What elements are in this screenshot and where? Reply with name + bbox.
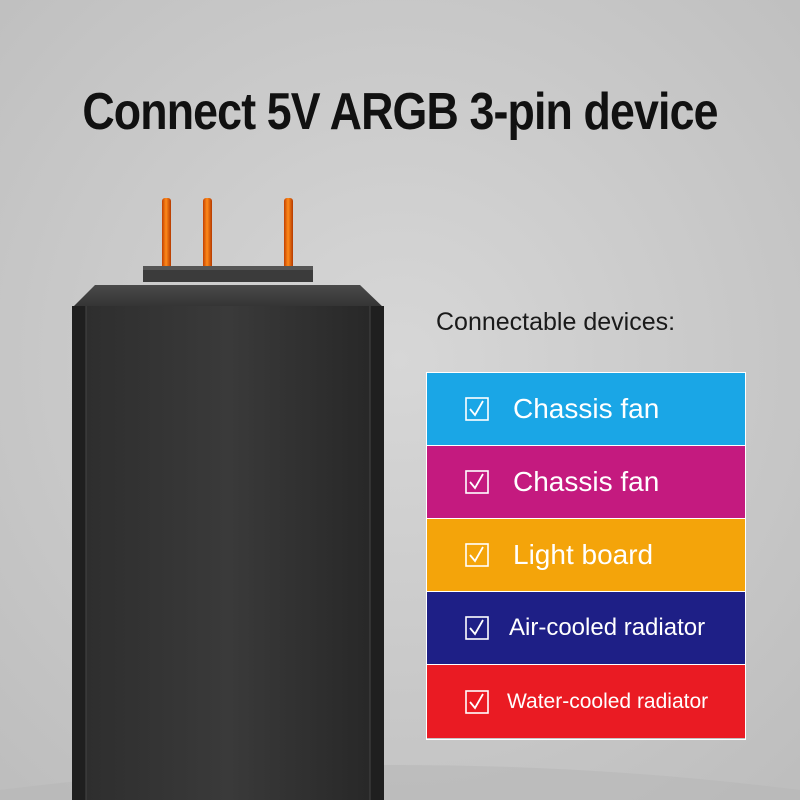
list-item: Air-cooled radiator xyxy=(427,592,745,665)
connector-pins xyxy=(162,198,293,272)
list-item: Water-cooled radiator xyxy=(427,665,745,738)
device-list: Chassis fan Chassis fan Light board Air-… xyxy=(426,372,746,740)
device-label: Chassis fan xyxy=(513,466,660,497)
page-title: Connect 5V ARGB 3-pin device xyxy=(82,83,718,141)
list-item: Chassis fan xyxy=(427,373,745,446)
checkbox-checked-icon xyxy=(465,689,489,714)
device-label: Air-cooled radiator xyxy=(509,614,706,641)
checkbox-checked-icon xyxy=(465,470,489,494)
checkbox-checked-icon xyxy=(465,616,489,640)
device-label: Chassis fan xyxy=(513,393,660,424)
checkbox-checked-icon xyxy=(465,397,489,421)
list-item: Light board xyxy=(427,519,745,592)
checkbox-checked-icon xyxy=(465,543,489,567)
device-label: Light board xyxy=(513,539,654,570)
connectable-devices-heading: Connectable devices: xyxy=(436,308,676,336)
list-item: Chassis fan xyxy=(427,446,745,519)
device-label: Water-cooled radiator xyxy=(507,689,709,713)
